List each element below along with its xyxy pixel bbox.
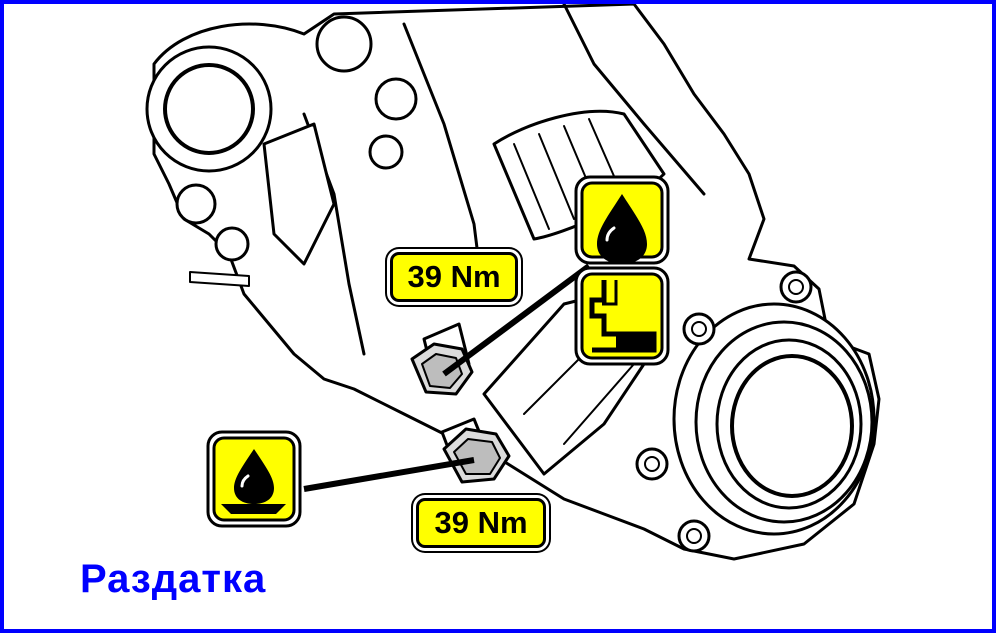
flange-bolt-3-head	[644, 456, 660, 472]
left-shaft	[189, 271, 250, 287]
fill-plug-hex-face	[421, 353, 463, 389]
top-lug-2	[374, 77, 418, 121]
left-flange-inner	[163, 63, 255, 155]
drain-plug	[440, 417, 511, 484]
drain-oil-drop-icon	[206, 430, 302, 528]
torque-label-lower: 39 Nm	[416, 498, 546, 548]
boot-fold-1	[513, 143, 550, 230]
drain-plug-hex-face	[453, 438, 501, 475]
housing-panel	[262, 122, 336, 266]
flange-bolt-2-head	[691, 321, 707, 337]
torque-label-upper: 39 Nm	[390, 252, 518, 302]
top-lug-3	[368, 134, 404, 170]
rubber-boot	[492, 109, 666, 241]
fill-level-icon	[574, 266, 670, 366]
housing-rib-3	[562, 4, 706, 196]
right-flange-inner	[730, 354, 854, 498]
leader-lower	[303, 457, 475, 492]
flange-bolt-1-head	[788, 279, 804, 295]
top-lug-1	[315, 15, 373, 73]
oil-drop-icon	[574, 175, 670, 265]
diagram-caption: Раздатка	[80, 557, 267, 601]
left-lug-1	[175, 183, 217, 225]
flange-bolt-4-head	[686, 528, 702, 544]
boot-fold-2	[538, 133, 575, 220]
fill-plug	[410, 322, 474, 396]
leader-upper	[442, 263, 591, 377]
lower-web-3	[563, 363, 635, 445]
left-lug-2	[214, 226, 250, 262]
